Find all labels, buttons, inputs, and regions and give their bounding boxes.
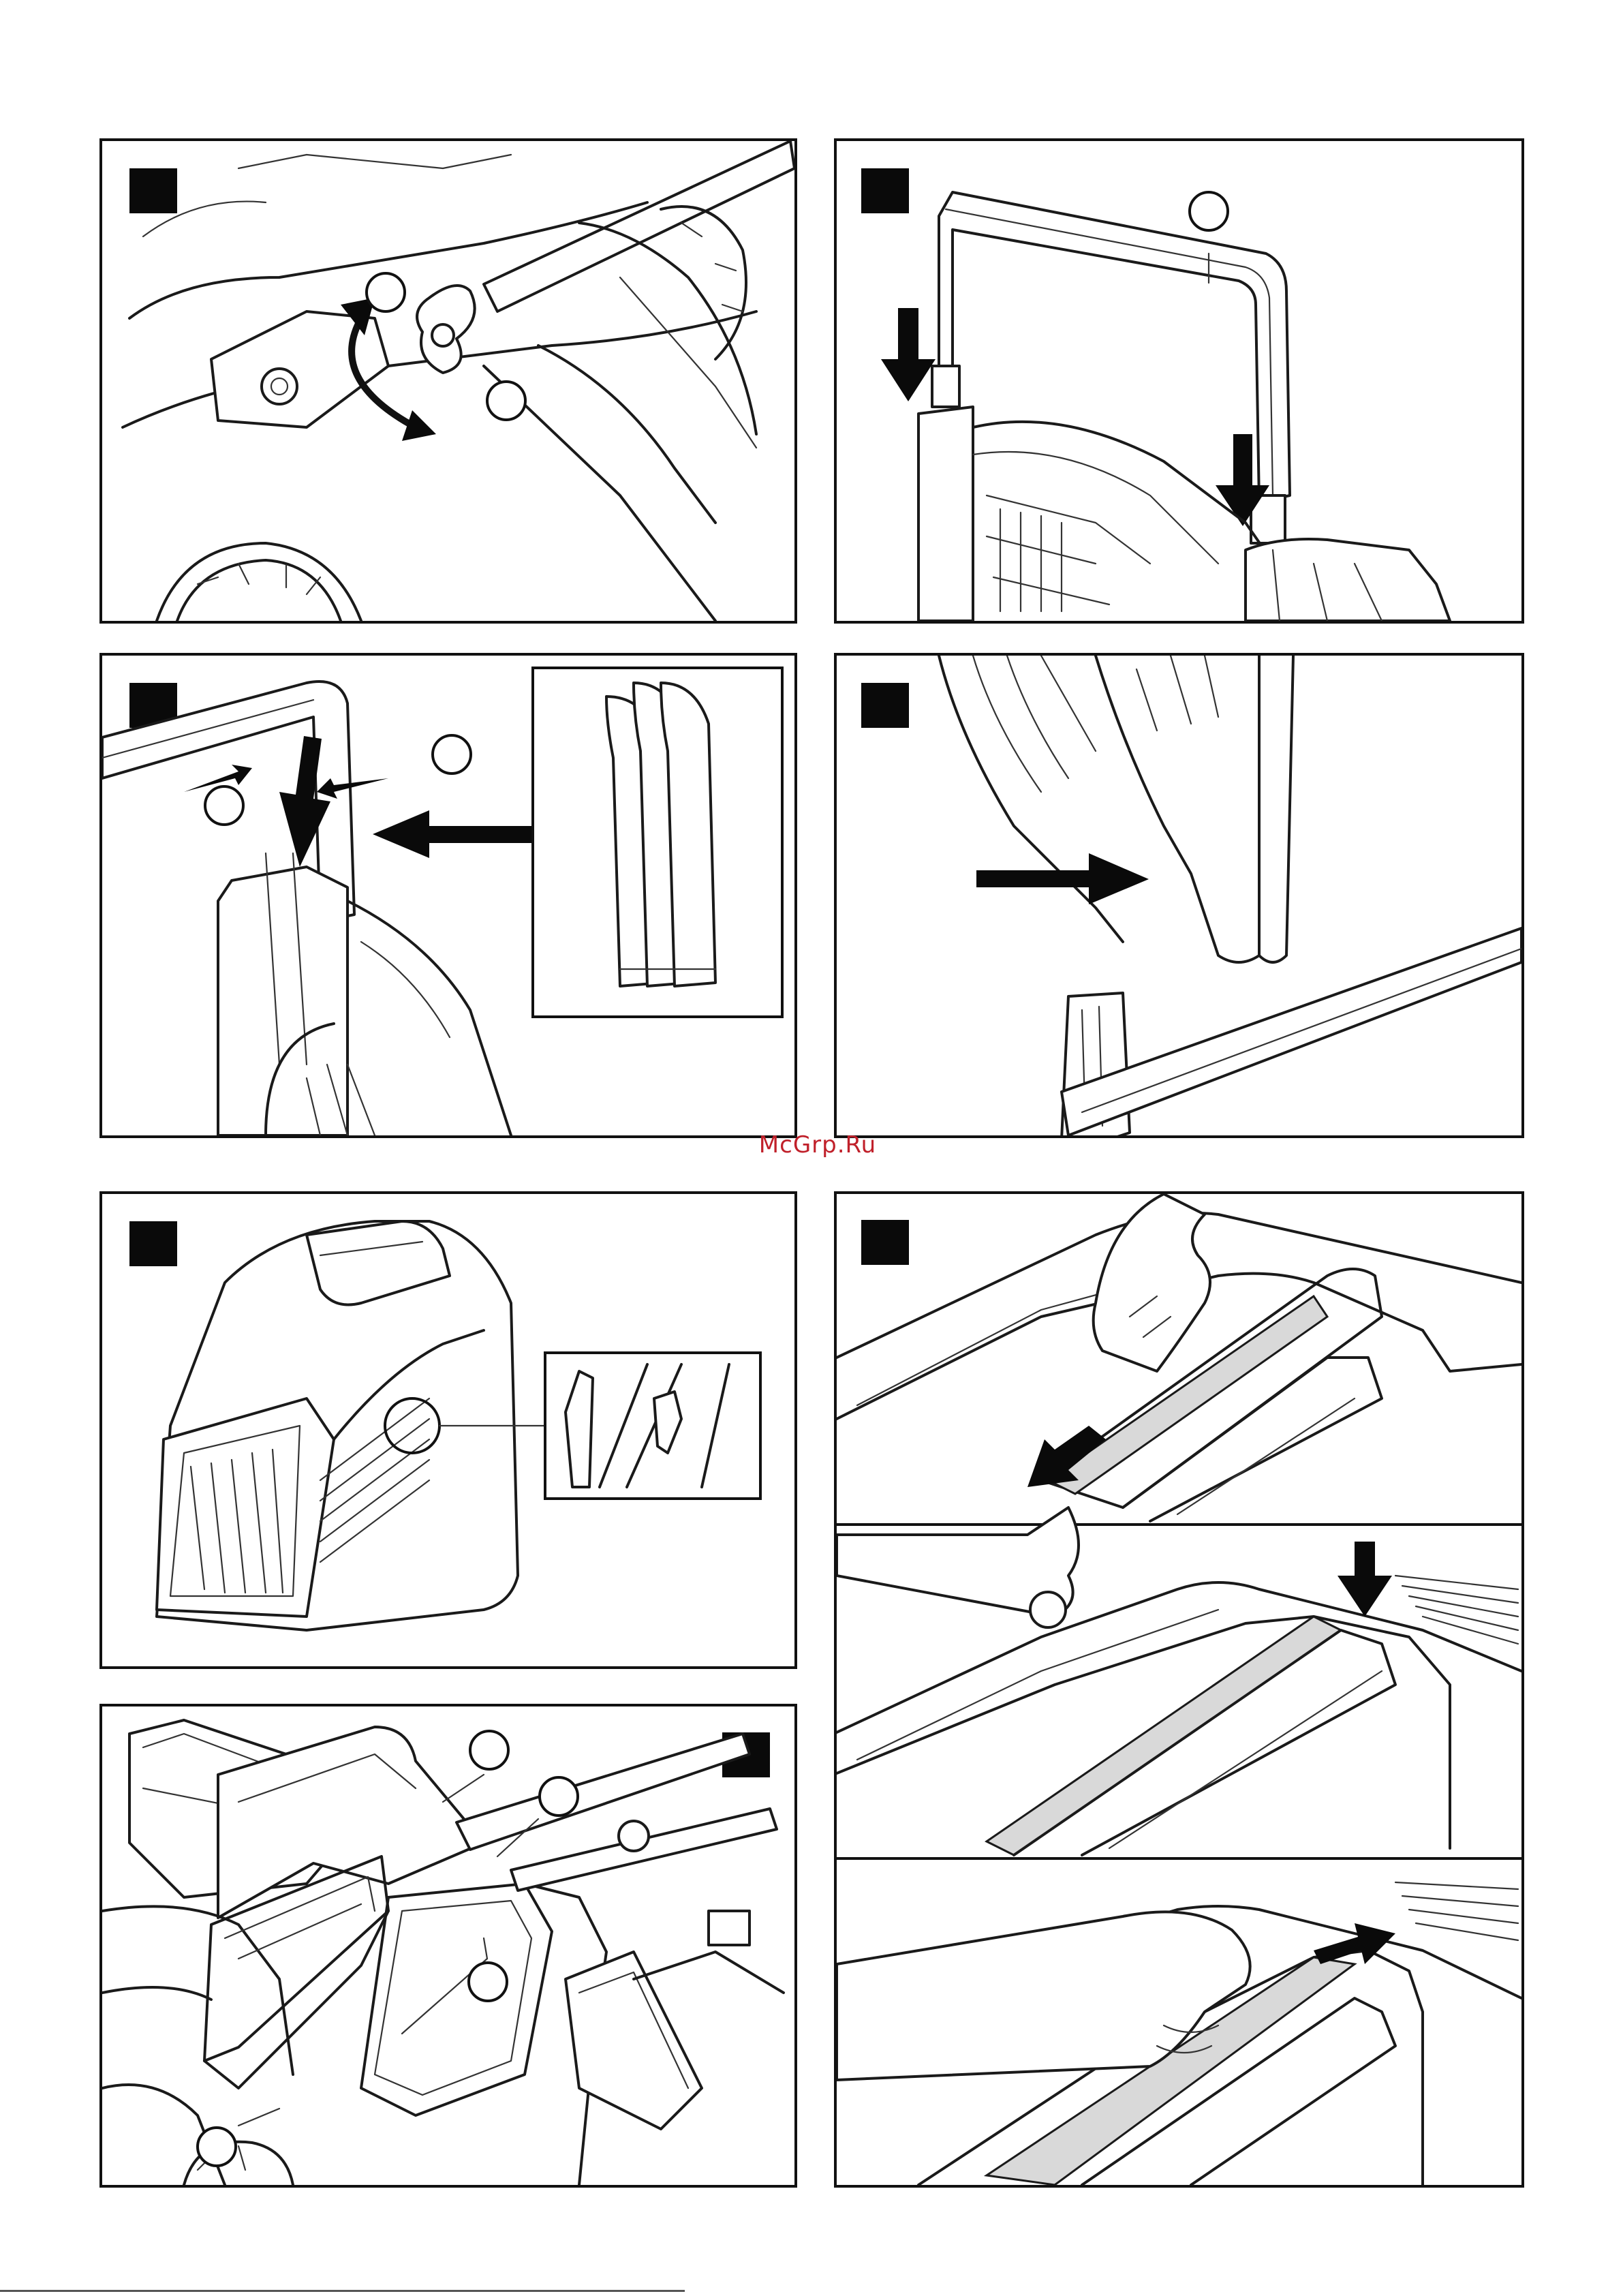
illustration-handle-frame <box>837 141 1521 621</box>
illustration-bag-mount <box>102 1706 794 2185</box>
callout-2 <box>487 382 525 420</box>
hand-icon <box>1094 1194 1210 1371</box>
callout-frame <box>1190 192 1228 230</box>
panel-step-1 <box>99 138 797 624</box>
callout-b <box>433 735 471 774</box>
illustration-height-adjust <box>102 141 794 621</box>
illustration-grass-bag <box>102 1194 794 1666</box>
callout-a <box>205 786 243 825</box>
panel-step-3 <box>99 653 797 1138</box>
left-arrow-icon <box>373 810 538 858</box>
watermark: McGrp.Ru <box>743 1131 893 1159</box>
panel-step-7 <box>99 1704 797 2188</box>
panel-step-4 <box>834 653 1524 1138</box>
right-arrow-icon <box>976 853 1149 904</box>
illustration-frame-slide <box>102 656 794 1135</box>
down-arrow-icon <box>881 308 936 401</box>
panel-step-6 <box>834 1191 1524 2188</box>
panel-step-2 <box>834 138 1524 624</box>
illustration-frame-clip <box>837 656 1521 1135</box>
callout-3 <box>469 1963 507 2001</box>
callout-4 <box>198 2128 236 2166</box>
illustration-fill-indicator <box>837 1194 1521 2185</box>
callout-1 <box>367 273 405 311</box>
callout-2 <box>540 1777 578 1816</box>
arrow-icon <box>1338 1542 1392 1617</box>
callout-1 <box>470 1731 508 1769</box>
footer-rule <box>0 2290 685 2292</box>
panel-step-5 <box>99 1191 797 1669</box>
